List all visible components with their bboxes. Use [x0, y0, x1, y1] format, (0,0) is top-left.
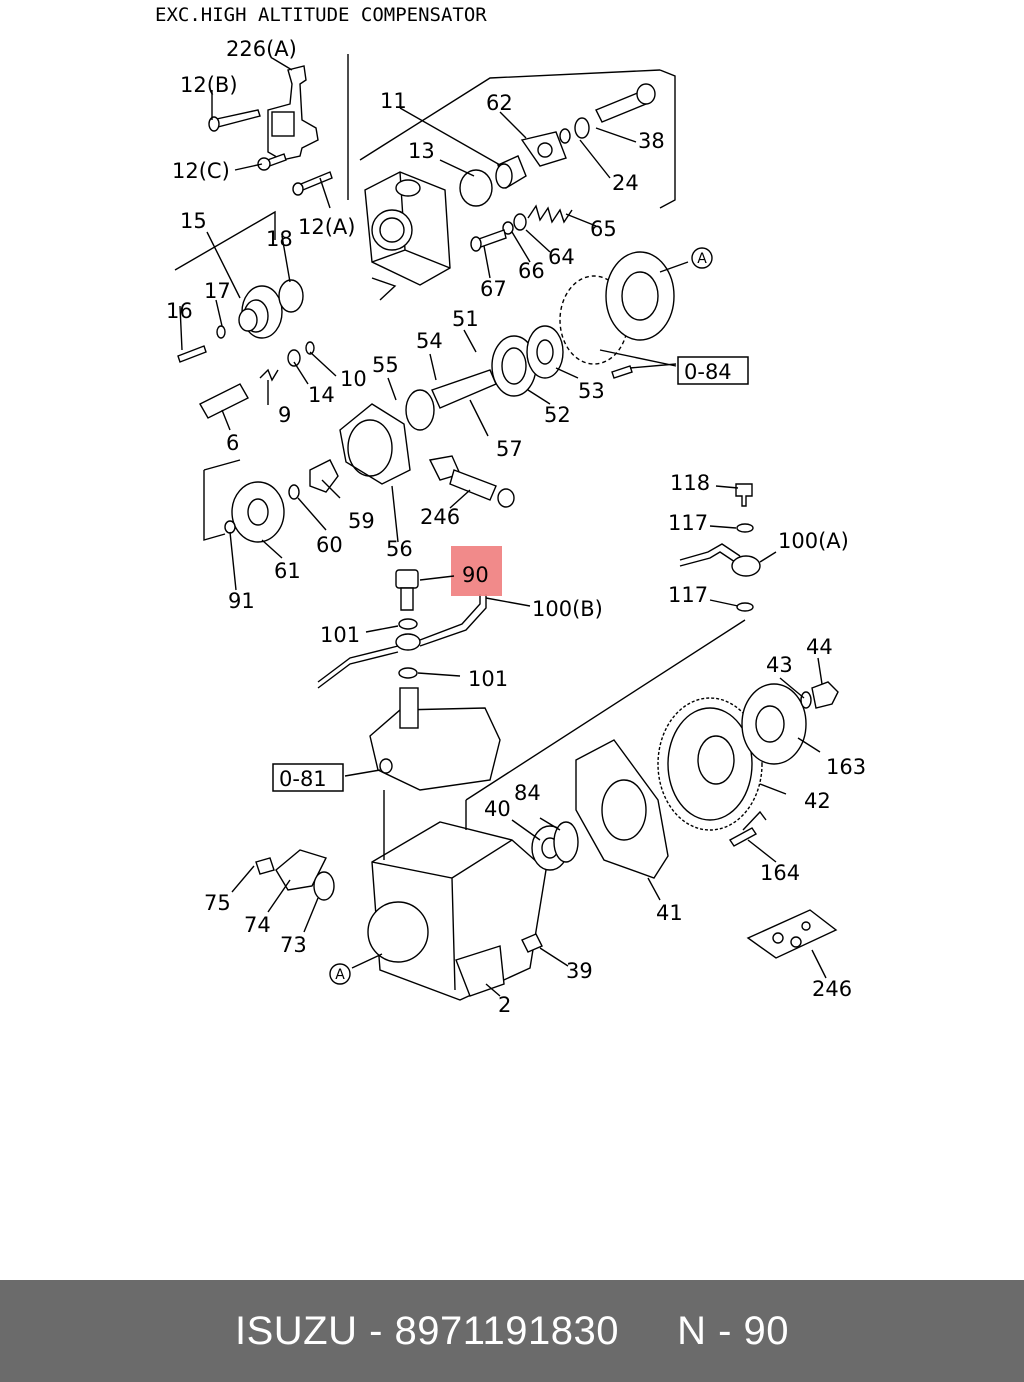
callout-label: 62	[486, 91, 513, 115]
callout-label: 42	[804, 789, 831, 813]
diagram-title: EXC.HIGH ALTITUDE COMPENSATOR	[155, 4, 487, 26]
callout-box-0-81	[272, 763, 344, 792]
exploded-parts-diagram: EXC.HIGH ALTITUDE COMPENSATOR	[155, 4, 866, 1017]
callout-label: 74	[244, 913, 271, 937]
callout-label: 118	[670, 471, 710, 495]
callout-label: 51	[452, 307, 479, 331]
callout-label: 12(B)	[180, 73, 238, 97]
callout-label: 101	[320, 623, 360, 647]
callout-label: 75	[204, 891, 231, 915]
callout-label: 117	[668, 583, 708, 607]
callout-label: 246	[420, 505, 460, 529]
callout-label: 59	[348, 509, 375, 533]
callout-label: 13	[408, 139, 435, 163]
callout-label: 14	[308, 383, 335, 407]
callout-label: 0-81	[279, 767, 327, 791]
footer-part-info: ISUZU - 8971191830 N - 90	[234, 1308, 790, 1353]
callout-label: 57	[496, 437, 523, 461]
callout-label: 11	[380, 89, 407, 113]
marker-a-top	[691, 247, 713, 269]
callout-label: 61	[274, 559, 301, 583]
callout-label: 67	[480, 277, 507, 301]
callout-label-90: 90	[462, 563, 489, 587]
callout-label: 91	[228, 589, 255, 613]
callout-label: 100(B)	[532, 597, 603, 621]
callout-label: 0-84	[684, 360, 732, 384]
callout-label: 164	[760, 861, 800, 885]
callout-label: 246	[812, 977, 852, 1001]
callout-leaders	[179, 57, 827, 997]
callout-label: 12(A)	[298, 215, 355, 239]
callout-label: 41	[656, 901, 683, 925]
callout-label: 6	[226, 431, 239, 455]
marker-a-bottom	[329, 963, 351, 985]
callout-label: 65	[590, 217, 617, 241]
callout-label: 55	[372, 353, 399, 377]
marker-a-top-label: A	[697, 251, 707, 267]
callout-label: 56	[386, 537, 413, 561]
callout-label: 16	[166, 299, 193, 323]
callout-label: 44	[806, 635, 833, 659]
callout-label: 38	[638, 129, 665, 153]
callout-label: 9	[278, 403, 291, 427]
callout-labels: 226(A) 12(B) 12(C) 12(A) 11 13 62 38 24 …	[166, 37, 866, 1017]
callout-label: 2	[498, 993, 511, 1017]
pump-body-drawing	[255, 483, 839, 1001]
callout-label: 226(A)	[226, 37, 297, 61]
callout-label: 15	[180, 209, 207, 233]
callout-label: 60	[316, 533, 343, 557]
callout-label: 39	[566, 959, 593, 983]
callout-label: 53	[578, 379, 605, 403]
callout-label: 54	[416, 329, 443, 353]
callout-label: 52	[544, 403, 571, 427]
callout-label: 24	[612, 171, 639, 195]
callout-label: 101	[468, 667, 508, 691]
callout-label: 18	[266, 227, 293, 251]
callout-label: 163	[826, 755, 866, 779]
callout-label: 43	[766, 653, 793, 677]
part-90-highlight	[451, 546, 502, 596]
callout-label: 40	[484, 797, 511, 821]
callout-label: 73	[280, 933, 307, 957]
callout-label: 66	[518, 259, 545, 283]
marker-a-bottom-label: A	[335, 967, 345, 983]
governor-housing-drawing	[174, 54, 676, 543]
callout-label: 84	[514, 781, 541, 805]
callout-box-0-84	[677, 356, 749, 385]
callout-label: 12(C)	[172, 159, 230, 183]
footer-banner: ISUZU - 8971191830 N - 90	[0, 1280, 1024, 1382]
callout-label: 17	[204, 279, 231, 303]
callout-label: 117	[668, 511, 708, 535]
callout-label: 100(A)	[778, 529, 849, 553]
callout-label: 10	[340, 367, 367, 391]
callout-label: 64	[548, 245, 575, 269]
